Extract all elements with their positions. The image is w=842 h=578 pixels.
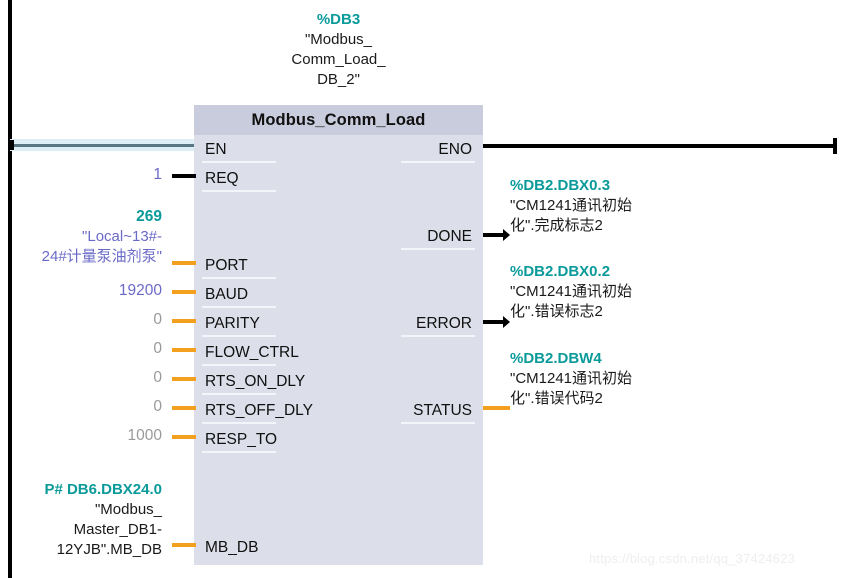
value-rts-on-dly[interactable]: 0	[153, 369, 162, 386]
pin-divider-error	[401, 335, 475, 337]
instance-db-operand[interactable]: %DB3 "Modbus_ Comm_Load_ DB_2"	[194, 10, 483, 90]
pin-divider-parity	[202, 335, 276, 337]
value-rts-off-dly[interactable]: 0	[153, 398, 162, 415]
en-wire[interactable]	[10, 144, 196, 147]
pin-label-done: DONE	[427, 228, 472, 245]
value-port-symbol-line-2: 24#计量泵油剂泵"	[41, 248, 162, 265]
pin-divider-baud	[202, 306, 276, 308]
pin-label-baud: BAUD	[205, 286, 249, 303]
connector-status[interactable]	[483, 406, 510, 410]
connector-rts-on-dly[interactable]	[172, 377, 196, 381]
instance-db-name-line-1: "Modbus_	[304, 31, 373, 48]
eno-wire-terminator	[833, 138, 837, 154]
operand-port[interactable]: 269 "Local~13#- 24#计量泵油剂泵"	[10, 207, 162, 267]
value-status-address: %DB2.DBW4	[510, 350, 602, 367]
value-mb-db-symbol-line-2: Master_DB1-	[73, 521, 162, 538]
pin-label-eno: ENO	[438, 141, 472, 158]
pin-divider-done	[401, 248, 475, 250]
function-block-header: Modbus_Comm_Load	[194, 105, 483, 135]
pin-label-mb-db: MB_DB	[205, 539, 259, 556]
pin-label-resp-to: RESP_TO	[205, 431, 278, 448]
connector-parity[interactable]	[172, 319, 196, 323]
operand-done[interactable]: %DB2.DBX0.3 "CM1241通讯初始 化".完成标志2	[510, 176, 810, 236]
value-done-address: %DB2.DBX0.3	[510, 177, 611, 194]
watermark: https://blog.csdn.net/qq_37424623	[589, 551, 796, 566]
connector-eno[interactable]	[483, 144, 835, 148]
function-block-modbus-comm-load[interactable]: Modbus_Comm_Load EN REQ PORT BAUD PARITY…	[194, 105, 483, 565]
pin-label-en: EN	[205, 141, 227, 158]
value-port-symbol-line-1: "Local~13#-	[82, 228, 162, 245]
en-wire-rail-junction	[8, 140, 14, 150]
pin-divider-rts-on-dly	[202, 393, 276, 395]
pin-label-rts-on-dly: RTS_ON_DLY	[205, 373, 306, 390]
connector-baud[interactable]	[172, 290, 196, 294]
connector-rts-off-dly[interactable]	[172, 406, 196, 410]
connector-resp-to[interactable]	[172, 435, 196, 439]
function-block-title: Modbus_Comm_Load	[251, 110, 426, 129]
connector-done-arrowhead	[503, 229, 510, 241]
value-error-address: %DB2.DBX0.2	[510, 263, 611, 280]
value-baud[interactable]: 19200	[118, 282, 162, 299]
pin-divider-flow-ctrl	[202, 364, 276, 366]
operand-error[interactable]: %DB2.DBX0.2 "CM1241通讯初始 化".错误标志2	[510, 262, 810, 322]
pin-label-port: PORT	[205, 257, 248, 274]
value-mb-db-address: P# DB6.DBX24.0	[44, 481, 162, 498]
pin-label-rts-off-dly: RTS_OFF_DLY	[205, 402, 313, 419]
power-rail	[8, 0, 12, 578]
pin-divider-eno	[401, 161, 475, 163]
pin-divider-rts-off-dly	[202, 422, 276, 424]
instance-db-address: %DB3	[316, 11, 361, 28]
pin-label-req: REQ	[205, 170, 239, 187]
operand-mb-db[interactable]: P# DB6.DBX24.0 "Modbus_ Master_DB1- 12YJ…	[6, 480, 162, 560]
pin-label-flow-ctrl: FLOW_CTRL	[205, 344, 299, 361]
value-error-symbol-line-1: "CM1241通讯初始	[510, 283, 633, 300]
connector-port[interactable]	[172, 261, 196, 265]
pin-divider-status	[401, 422, 475, 424]
connector-req[interactable]	[172, 174, 196, 178]
value-done-symbol-line-1: "CM1241通讯初始	[510, 197, 633, 214]
pin-divider-port	[202, 277, 276, 279]
operand-status[interactable]: %DB2.DBW4 "CM1241通讯初始 化".错误代码2	[510, 349, 810, 409]
value-resp-to[interactable]: 1000	[127, 427, 162, 444]
pin-label-status: STATUS	[413, 402, 472, 419]
value-mb-db-symbol-line-3: 12YJB".MB_DB	[56, 541, 162, 558]
value-status-symbol-line-1: "CM1241通讯初始	[510, 370, 633, 387]
instance-db-name-line-2: Comm_Load_	[291, 51, 386, 68]
value-port-number: 269	[136, 208, 162, 225]
value-error-symbol-line-2: 化".错误标志2	[510, 303, 603, 320]
instance-db-name-line-3: DB_2"	[317, 71, 360, 88]
pin-label-error: ERROR	[416, 315, 472, 332]
connector-done[interactable]	[483, 233, 505, 237]
pin-divider-en	[202, 161, 276, 163]
connector-flow-ctrl[interactable]	[172, 348, 196, 352]
pin-divider-resp-to	[202, 451, 276, 453]
value-mb-db-symbol-line-1: "Modbus_	[94, 501, 162, 518]
value-done-symbol-line-2: 化".完成标志2	[510, 217, 603, 234]
value-flow-ctrl[interactable]: 0	[153, 340, 162, 357]
pin-divider-req	[202, 190, 276, 192]
connector-mb-db[interactable]	[172, 543, 196, 547]
value-status-symbol-line-2: 化".错误代码2	[510, 390, 603, 407]
pin-label-parity: PARITY	[205, 315, 260, 332]
connector-error[interactable]	[483, 320, 505, 324]
connector-error-arrowhead	[503, 316, 510, 328]
value-req[interactable]: 1	[153, 166, 162, 183]
value-parity[interactable]: 0	[153, 311, 162, 328]
